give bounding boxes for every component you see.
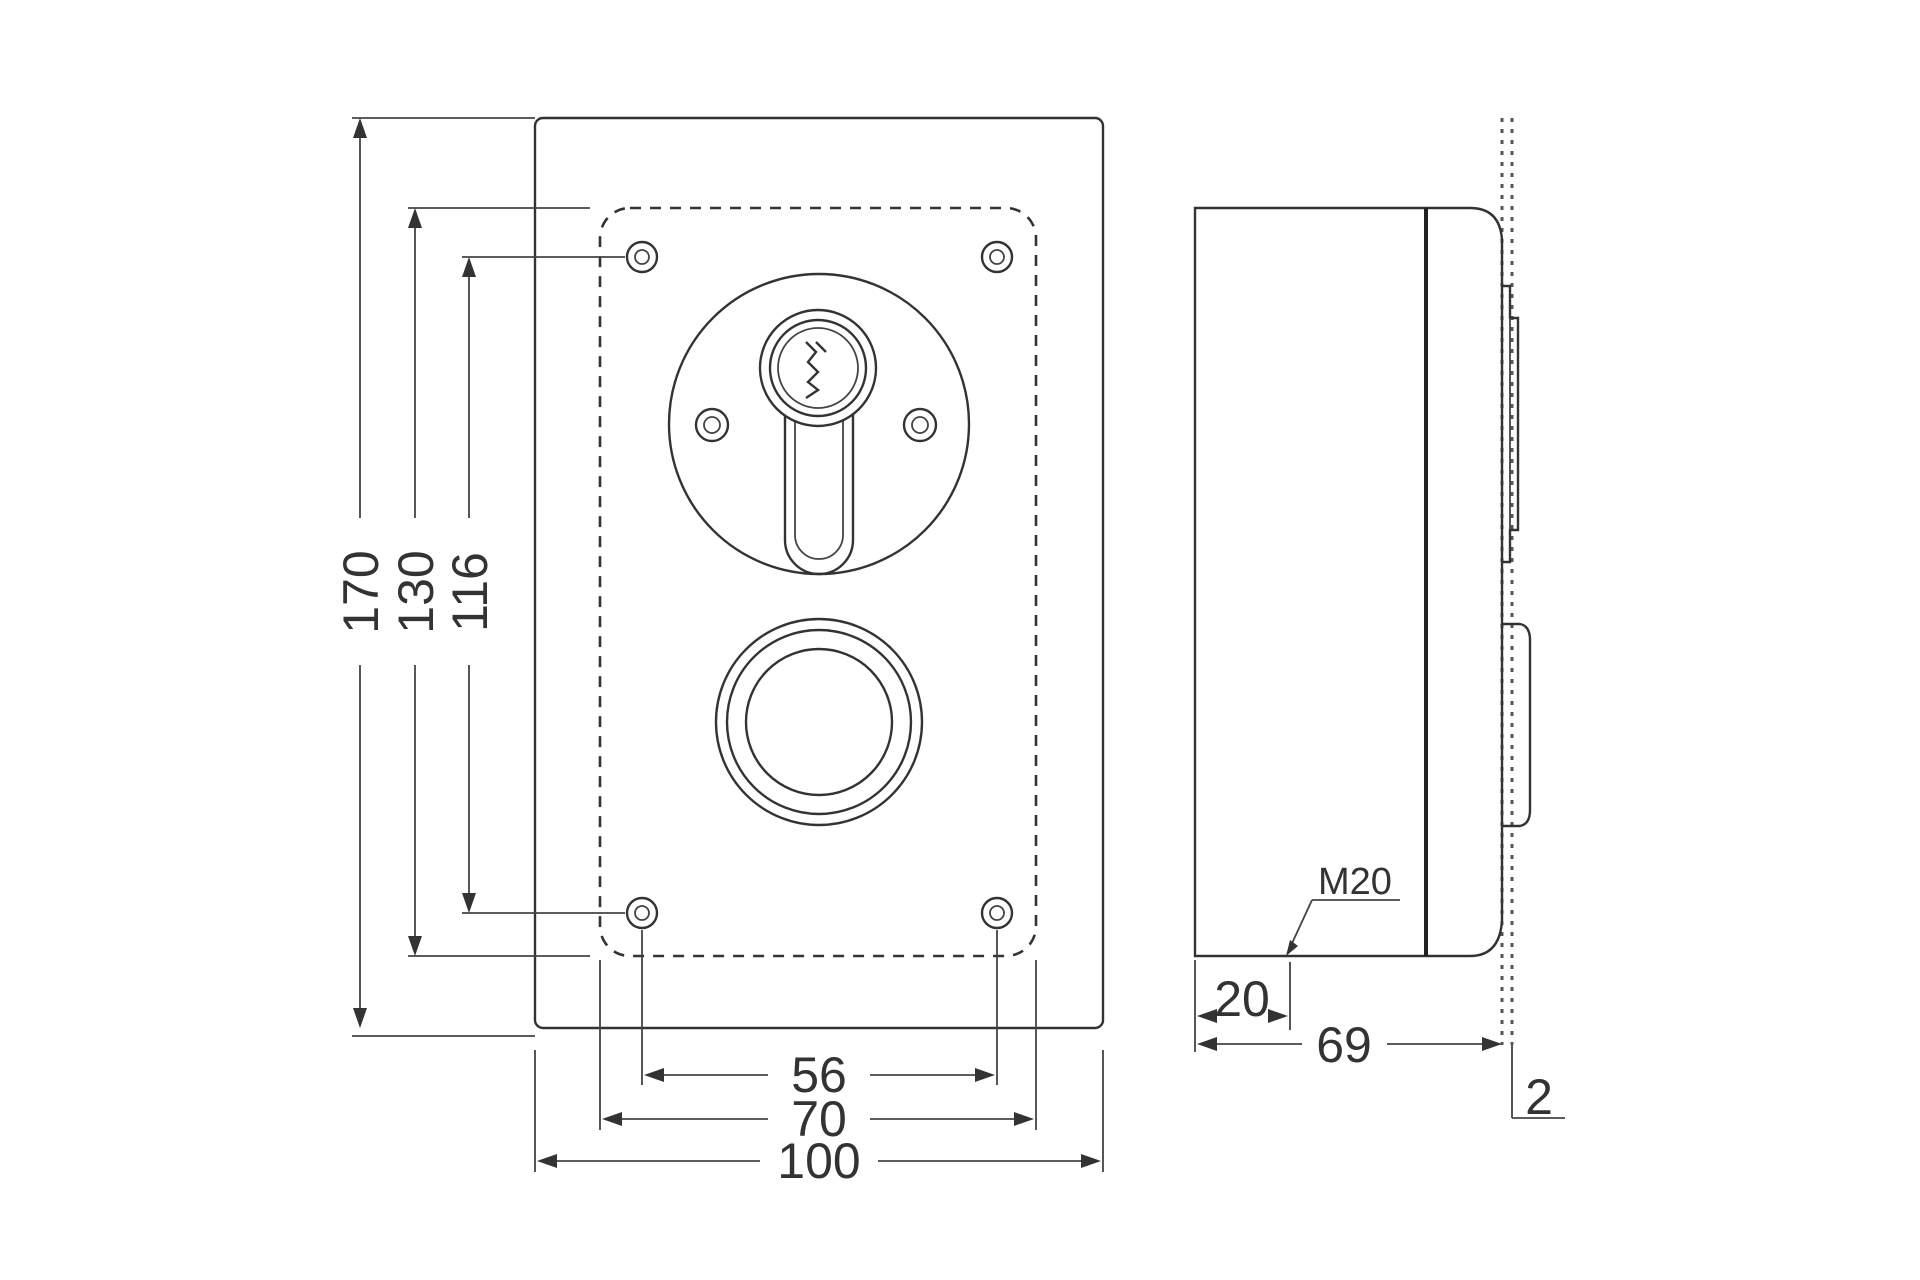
dim-label-170: 170 bbox=[333, 550, 389, 633]
side-housing-outline bbox=[1193, 206, 1504, 958]
dim-label-130: 130 bbox=[388, 550, 444, 633]
screw-bottom-right-icon bbox=[980, 896, 1014, 930]
front-view: 170 130 116 bbox=[333, 116, 1105, 1189]
screw-bottom-left-icon bbox=[625, 896, 659, 930]
thread-callout: M20 bbox=[1286, 861, 1400, 956]
key-cylinder-icon bbox=[667, 272, 971, 576]
dim-label-2: 2 bbox=[1525, 1069, 1553, 1125]
housing-outline bbox=[533, 116, 1105, 1030]
dim-label-56: 56 bbox=[791, 1047, 847, 1103]
dim-label-70: 70 bbox=[791, 1091, 847, 1147]
push-button-icon bbox=[714, 617, 924, 827]
screw-top-left-icon bbox=[625, 240, 659, 274]
screw-top-right-icon bbox=[980, 240, 1014, 274]
dimension-width-holes: 56 bbox=[641, 930, 998, 1103]
dimension-height-holes: 116 bbox=[442, 256, 625, 914]
mounting-plate-outline bbox=[598, 206, 1038, 958]
dimension-width-overall: 100 bbox=[534, 1050, 1104, 1189]
dimension-height-inner: 130 bbox=[388, 207, 590, 957]
dimension-width-inner: 70 bbox=[599, 960, 1037, 1147]
dimension-depth-gland: 20 bbox=[1194, 960, 1291, 1052]
dimension-offset: 2 bbox=[1511, 1045, 1565, 1125]
thread-label: M20 bbox=[1318, 861, 1392, 903]
dim-label-69: 69 bbox=[1316, 1017, 1372, 1073]
dim-label-100: 100 bbox=[777, 1133, 860, 1189]
side-key-cylinder-icon bbox=[1502, 284, 1520, 564]
dim-label-116: 116 bbox=[442, 552, 498, 632]
side-view: M20 20 69 2 bbox=[1193, 118, 1565, 1125]
side-push-button-icon bbox=[1502, 622, 1532, 828]
dim-label-20: 20 bbox=[1214, 971, 1270, 1027]
dimension-depth-overall: 69 bbox=[1197, 1017, 1502, 1073]
dimension-height-overall: 170 bbox=[333, 117, 535, 1037]
